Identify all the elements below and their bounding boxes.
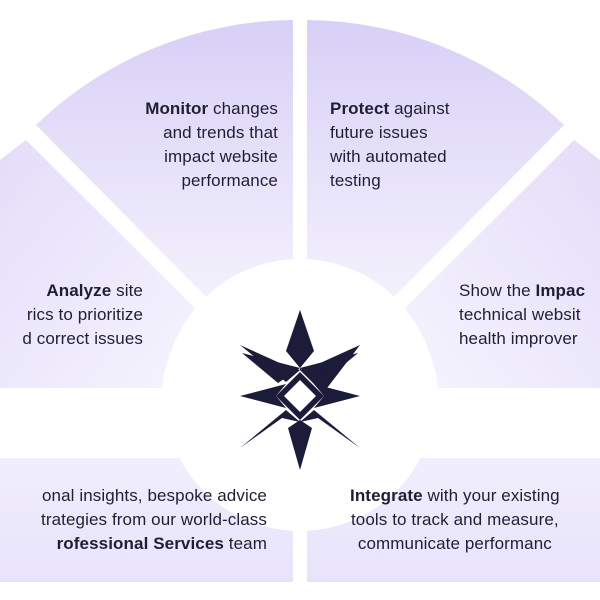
monitor-bold: Monitor	[145, 99, 209, 118]
star-center-cutout	[284, 380, 316, 412]
segment-impact	[403, 140, 600, 388]
analyze-bold: Analyze	[46, 281, 112, 300]
analyze-text: Analyze site rics to prioritize d correc…	[22, 281, 143, 348]
protect-bold: Protect	[330, 99, 390, 118]
monitor-text: Monitor changes and trends that impact w…	[145, 99, 278, 190]
segment-protect	[307, 20, 564, 298]
impact-text: Show the Impac technical websit health i…	[459, 281, 586, 348]
services-text: onal insights, bespoke advice trategies …	[41, 486, 267, 553]
segment-monitor	[36, 20, 293, 298]
protect-text: Protect against future issues with autom…	[330, 99, 450, 190]
integrate-bold: Integrate	[350, 486, 423, 505]
services-bold: rofessional Services	[56, 534, 224, 553]
integrate-text: Integrate with your existing tools to tr…	[350, 486, 560, 553]
impact-bold: Impac	[535, 281, 586, 300]
segment-analyze	[0, 140, 197, 388]
